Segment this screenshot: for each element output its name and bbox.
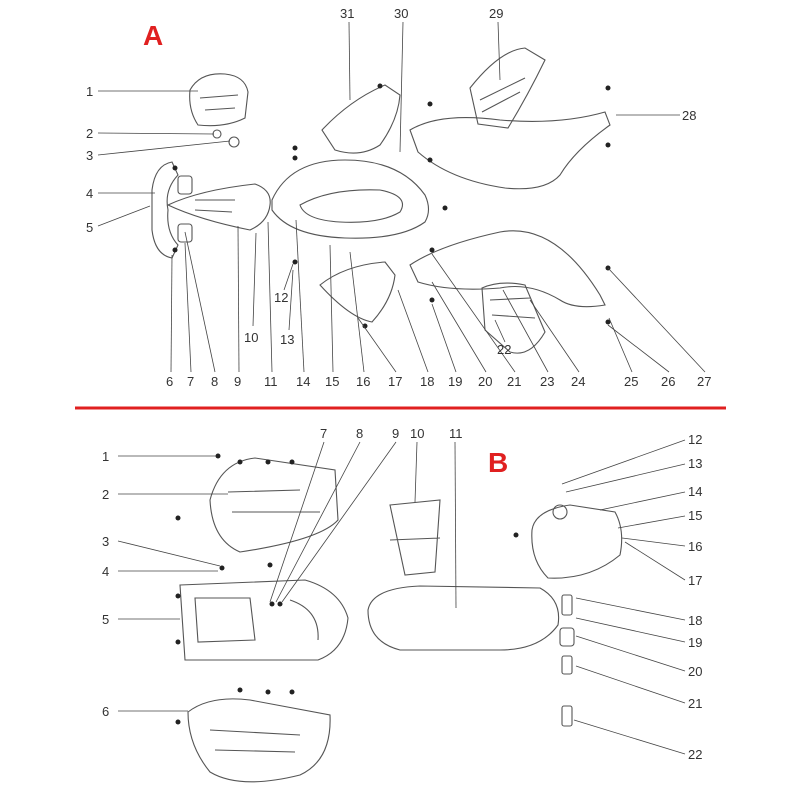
a-fasteners [172, 83, 611, 329]
b-fuel-valve [559, 627, 575, 647]
a-lower-fender-wing [319, 261, 396, 323]
b-front-rack [389, 499, 441, 576]
a-callout-24: 24 [571, 374, 585, 389]
b-fuel-hose-fitting [561, 655, 573, 675]
a-rear-upper-fender [409, 111, 611, 190]
b-upper-side-fender [209, 457, 339, 553]
a-callout-9: 9 [234, 374, 241, 389]
a-callout-21: 21 [507, 374, 521, 389]
b-fuel-filter [561, 594, 573, 616]
a-callout-11: 11 [264, 374, 278, 389]
b-callout-17: 17 [688, 573, 702, 588]
a-headlight-assembly [151, 161, 179, 259]
b-callout-22: 22 [688, 747, 702, 762]
a-callout-29: 29 [489, 6, 503, 21]
a-upper-fender-wing [321, 84, 401, 154]
b-callout-19: 19 [688, 635, 702, 650]
a-rear-lower-fender [409, 230, 606, 308]
a-callout-4: 4 [86, 186, 93, 201]
b-fuel-cap [552, 504, 568, 520]
a-callout-13: 13 [280, 332, 294, 347]
b-leader-lines [117, 439, 686, 755]
b-lower-side-fender [187, 698, 331, 783]
b-callout-5: 5 [102, 612, 109, 627]
b-callout-2: 2 [102, 487, 109, 502]
b-fuel-hose [561, 705, 573, 727]
b-callout-21: 21 [688, 696, 702, 711]
a-callout-2: 2 [86, 126, 93, 141]
a-lamp-upper [177, 175, 193, 195]
a-callout-28: 28 [682, 108, 696, 123]
a-lamp-lower [177, 223, 193, 243]
b-callout-11: 11 [449, 426, 463, 441]
b-fasteners [175, 453, 519, 725]
b-seat [367, 585, 560, 651]
b-callout-3: 3 [102, 534, 109, 549]
a-lower-rack [481, 282, 546, 354]
a-callout-6: 6 [166, 374, 173, 389]
a-callout-23: 23 [540, 374, 554, 389]
a-callout-25: 25 [624, 374, 638, 389]
a-front-fender-body [271, 159, 430, 239]
a-callout-16: 16 [356, 374, 370, 389]
a-callout-1: 1 [86, 84, 93, 99]
a-callout-17: 17 [388, 374, 402, 389]
a-callout-18: 18 [420, 374, 434, 389]
a-grommet [228, 136, 240, 148]
b-callout-9: 9 [392, 426, 399, 441]
a-callout-31: 31 [340, 6, 354, 21]
section-b: B [102, 426, 702, 783]
a-callout-26: 26 [661, 374, 675, 389]
a-callout-20: 20 [478, 374, 492, 389]
b-callout-15: 15 [688, 508, 702, 523]
b-callout-1: 1 [102, 449, 109, 464]
a-nut [212, 129, 222, 139]
a-callout-10: 10 [244, 330, 258, 345]
b-callout-8: 8 [356, 426, 363, 441]
a-callout-12: 12 [274, 290, 288, 305]
a-callout-5: 5 [86, 220, 93, 235]
a-callout-19: 19 [448, 374, 462, 389]
a-headlight-cover [189, 73, 249, 127]
b-callout-numbers: 1 2 3 4 5 6 7 8 9 10 11 12 13 14 15 16 1… [102, 426, 702, 762]
b-callout-7: 7 [320, 426, 327, 441]
a-front-nose-panel [166, 183, 271, 231]
b-callout-18: 18 [688, 613, 702, 628]
a-leader-lines [97, 21, 706, 373]
section-a: A [86, 6, 711, 389]
a-callout-27: 27 [697, 374, 711, 389]
b-callout-4: 4 [102, 564, 109, 579]
a-callout-numbers: 1 2 3 4 5 6 7 8 9 10 11 12 13 14 15 16 1… [86, 6, 711, 389]
a-upper-rack [469, 47, 546, 129]
a-callout-15: 15 [325, 374, 339, 389]
b-fuel-tank [531, 504, 623, 579]
b-callout-12: 12 [688, 432, 702, 447]
b-callout-6: 6 [102, 704, 109, 719]
a-callout-30: 30 [394, 6, 408, 21]
a-callout-22: 22 [497, 342, 511, 357]
b-callout-10: 10 [410, 426, 424, 441]
section-b-label: B [488, 447, 508, 478]
section-a-label: A [143, 20, 163, 51]
b-callout-20: 20 [688, 664, 702, 679]
a-callout-3: 3 [86, 148, 93, 163]
a-callout-14: 14 [296, 374, 310, 389]
a-callout-8: 8 [211, 374, 218, 389]
a-callout-7: 7 [187, 374, 194, 389]
b-callout-14: 14 [688, 484, 702, 499]
b-callout-16: 16 [688, 539, 702, 554]
b-body-shell [179, 579, 349, 661]
b-callout-13: 13 [688, 456, 702, 471]
